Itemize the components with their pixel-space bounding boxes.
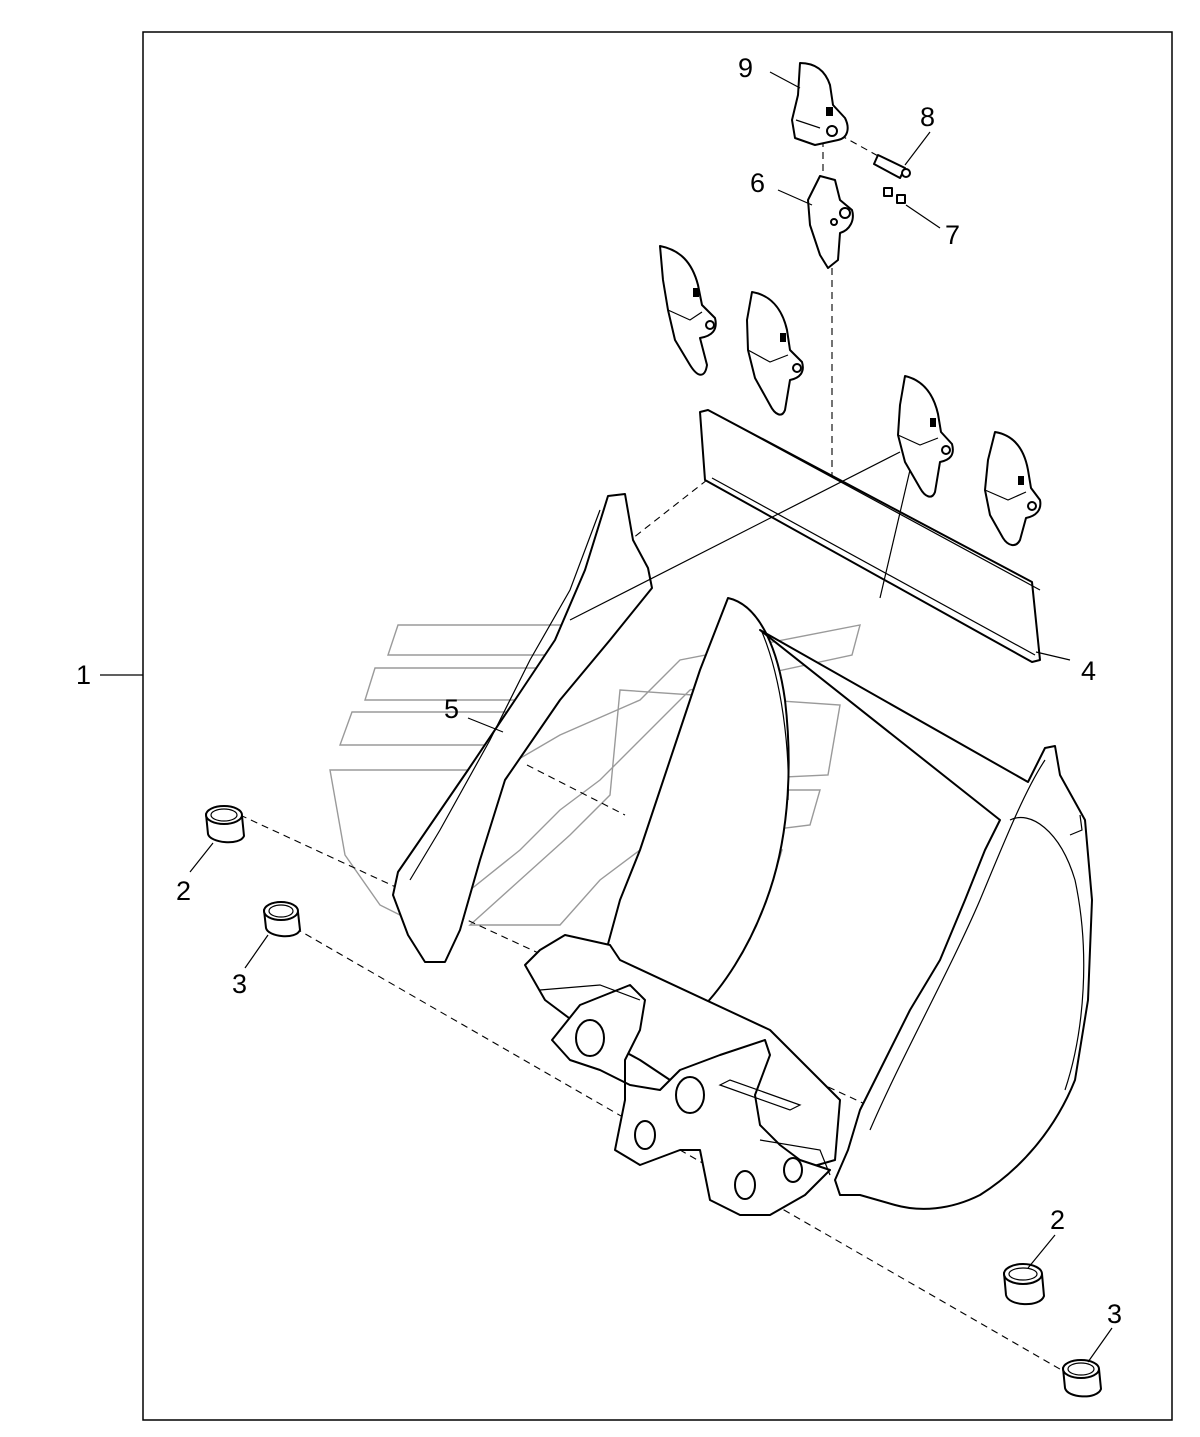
tooth-adapter-6 [807,175,854,269]
retainer-7 [883,187,906,204]
bushing-2-right [1003,1263,1045,1306]
bucket-tooth-4 [984,431,1042,546]
side-cutter-5 [392,493,653,963]
callout-7: 7 [945,220,960,250]
bucket-body-1 [524,597,1093,1216]
callout-5: 5 [444,694,459,724]
bucket-tooth-2 [746,291,804,416]
bushing-3-left [263,901,301,938]
callout-numbers: 1 9 8 6 7 4 5 2 3 2 3 [76,53,1122,1329]
callout-3-right: 3 [1107,1299,1122,1329]
cutting-edge-4 [699,409,1041,663]
bushing-2-left [205,805,245,844]
bucket-tooth-3 [897,375,954,498]
drawing-frame [142,31,1173,1421]
callout-1: 1 [76,660,91,690]
callout-6: 6 [750,168,765,198]
tooth-tip-9 [791,62,849,146]
callout-4: 4 [1081,656,1096,686]
pin-8 [873,154,911,179]
bucket-tooth-1 [659,245,717,376]
callout-9: 9 [738,53,753,83]
callout-2-right: 2 [1050,1205,1065,1235]
callout-8: 8 [920,102,935,132]
callout-2-left: 2 [176,876,191,906]
callout-3-left: 3 [232,969,247,999]
bushing-3-right [1062,1359,1102,1398]
leader-lines [100,71,1113,1363]
